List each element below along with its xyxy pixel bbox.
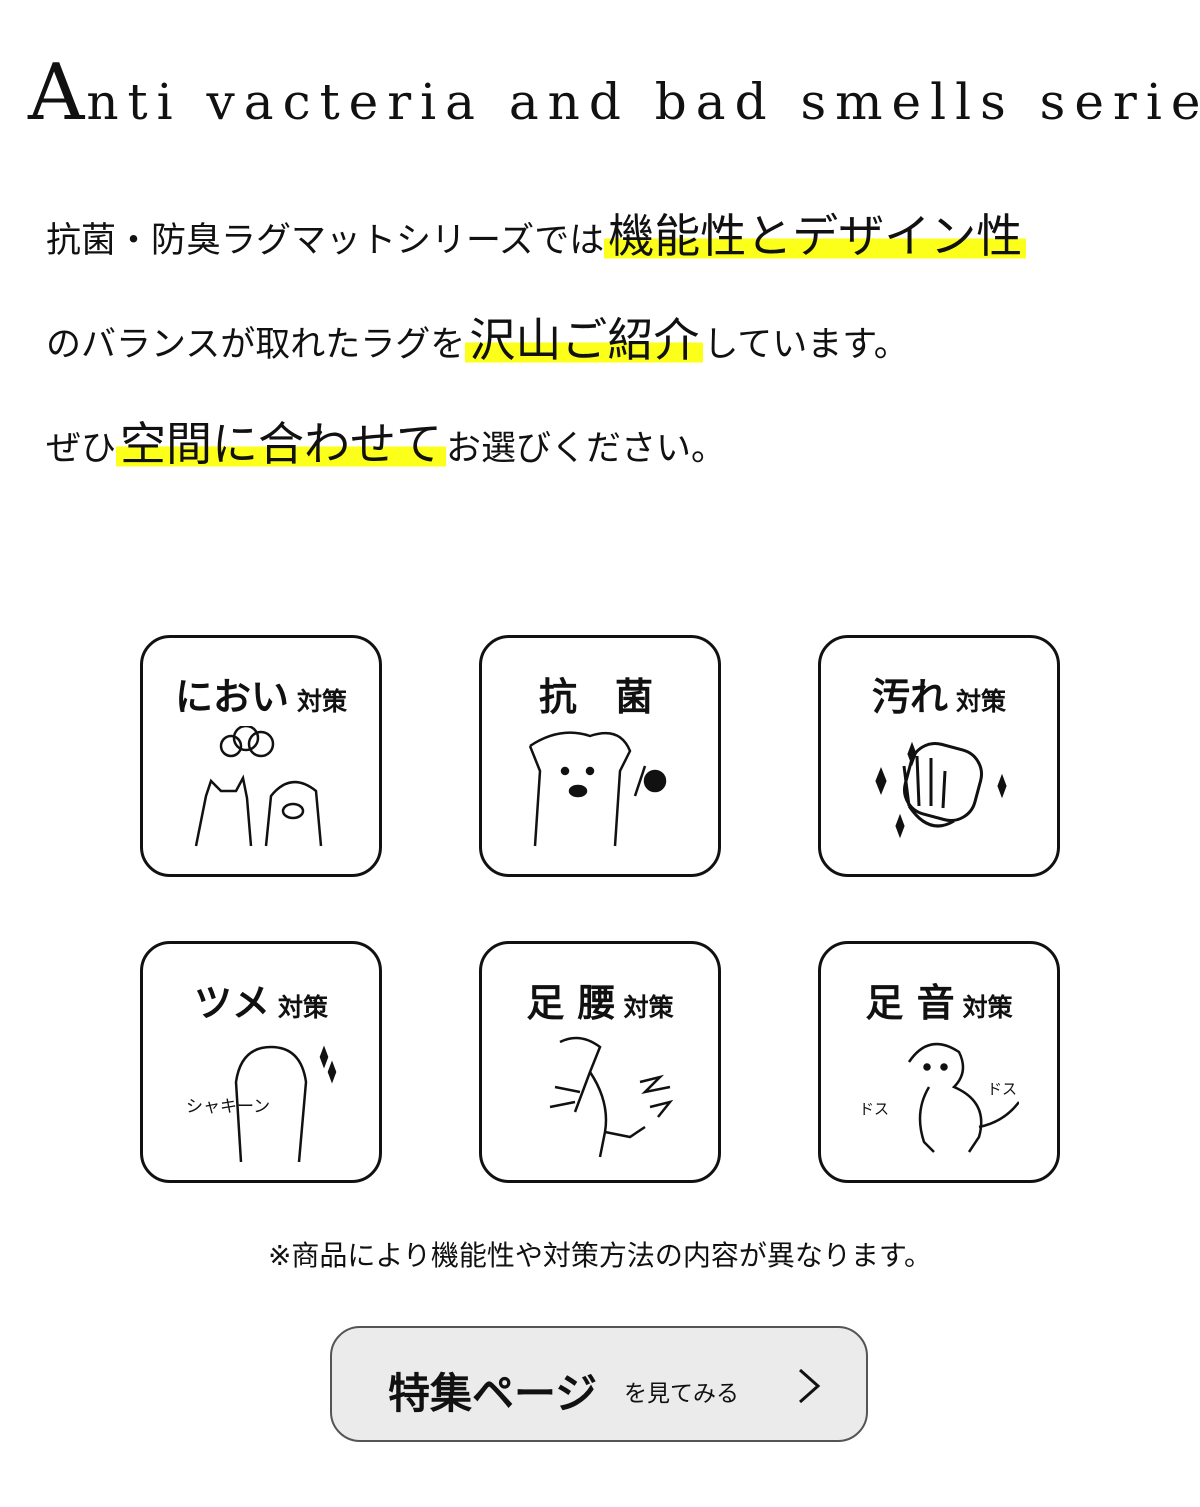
jumping-dog-icon [549, 1036, 674, 1158]
feature-title: におい [174, 675, 289, 719]
intro-highlight: 機能性とデザイン性 [604, 209, 1027, 263]
intro-text: ぜひ [46, 429, 117, 469]
intro-text: しています。 [703, 325, 909, 365]
feature-label: におい対策 [143, 666, 379, 721]
feature-label: ツメ対策 [143, 972, 379, 1027]
dog-germ-icon [528, 731, 667, 847]
title-rest: nti vacteria and bad smells series [86, 73, 1200, 131]
page-title: Anti vacteria and bad smells series [28, 48, 1200, 138]
sound-effect-text: ドス [859, 1100, 889, 1118]
cat-dog-smell-icon [194, 726, 323, 847]
feature-card-footstep: 足 音対策 ドスドス [818, 941, 1060, 1183]
feature-suffix: 対策 [297, 687, 348, 716]
feature-title: 足 腰 [526, 981, 616, 1025]
feature-label: 足 腰対策 [482, 972, 718, 1027]
intro-text: お選びください。 [446, 429, 727, 469]
feature-card-joint: 足 腰対策 [479, 941, 721, 1183]
intro-line-2: のバランスが取れたラグを沢山ご紹介しています。 [46, 304, 909, 370]
feature-title: ツメ [193, 981, 270, 1025]
intro-highlight: 空間に合わせて [116, 417, 447, 471]
feature-suffix: 対策 [962, 993, 1013, 1022]
feature-card-antibacterial: 抗 菌 [479, 635, 721, 877]
intro-line-1: 抗菌・防臭ラグマットシリーズでは機能性とデザイン性 [46, 200, 1027, 266]
feature-label: 汚れ対策 [821, 666, 1057, 721]
feature-label: 抗 菌 [482, 666, 718, 721]
button-main-label: 特集ページ [388, 1369, 598, 1418]
title-initial: A [28, 48, 87, 138]
intro-text: のバランスが取れたラグを [46, 325, 466, 365]
feature-title: 汚れ [871, 675, 948, 719]
paw-claw-icon: シャキーン [186, 1045, 337, 1162]
button-sub-label: を見てみる [624, 1381, 739, 1407]
intro-line-3: ぜひ空間に合わせてお選びください。 [46, 408, 726, 474]
feature-suffix: 対策 [278, 993, 329, 1022]
wiping-hand-icon [875, 741, 1007, 839]
intro-text: 抗菌・防臭ラグマットシリーズでは [46, 221, 605, 261]
disclaimer-note: ※商品により機能性や対策方法の内容が異なります。 [267, 1239, 933, 1272]
feature-title: 足 音 [865, 981, 955, 1025]
feature-card-claw: ツメ対策 シャキーン [140, 941, 382, 1183]
feature-page-button[interactable]: 特集ページ を見てみる [330, 1326, 868, 1442]
intro-highlight: 沢山ご紹介 [465, 313, 704, 367]
chevron-right-icon [799, 1368, 821, 1404]
feature-label: 足 音対策 [821, 972, 1057, 1027]
feature-card-stain: 汚れ対策 [818, 635, 1060, 877]
feature-title: 抗 菌 [538, 675, 653, 719]
sound-effect-text: シャキーン [186, 1097, 270, 1117]
feature-card-odor: におい対策 [140, 635, 382, 877]
feature-suffix: 対策 [956, 687, 1007, 716]
sound-effect-text: ドス [987, 1080, 1017, 1098]
feature-suffix: 対策 [623, 993, 674, 1022]
